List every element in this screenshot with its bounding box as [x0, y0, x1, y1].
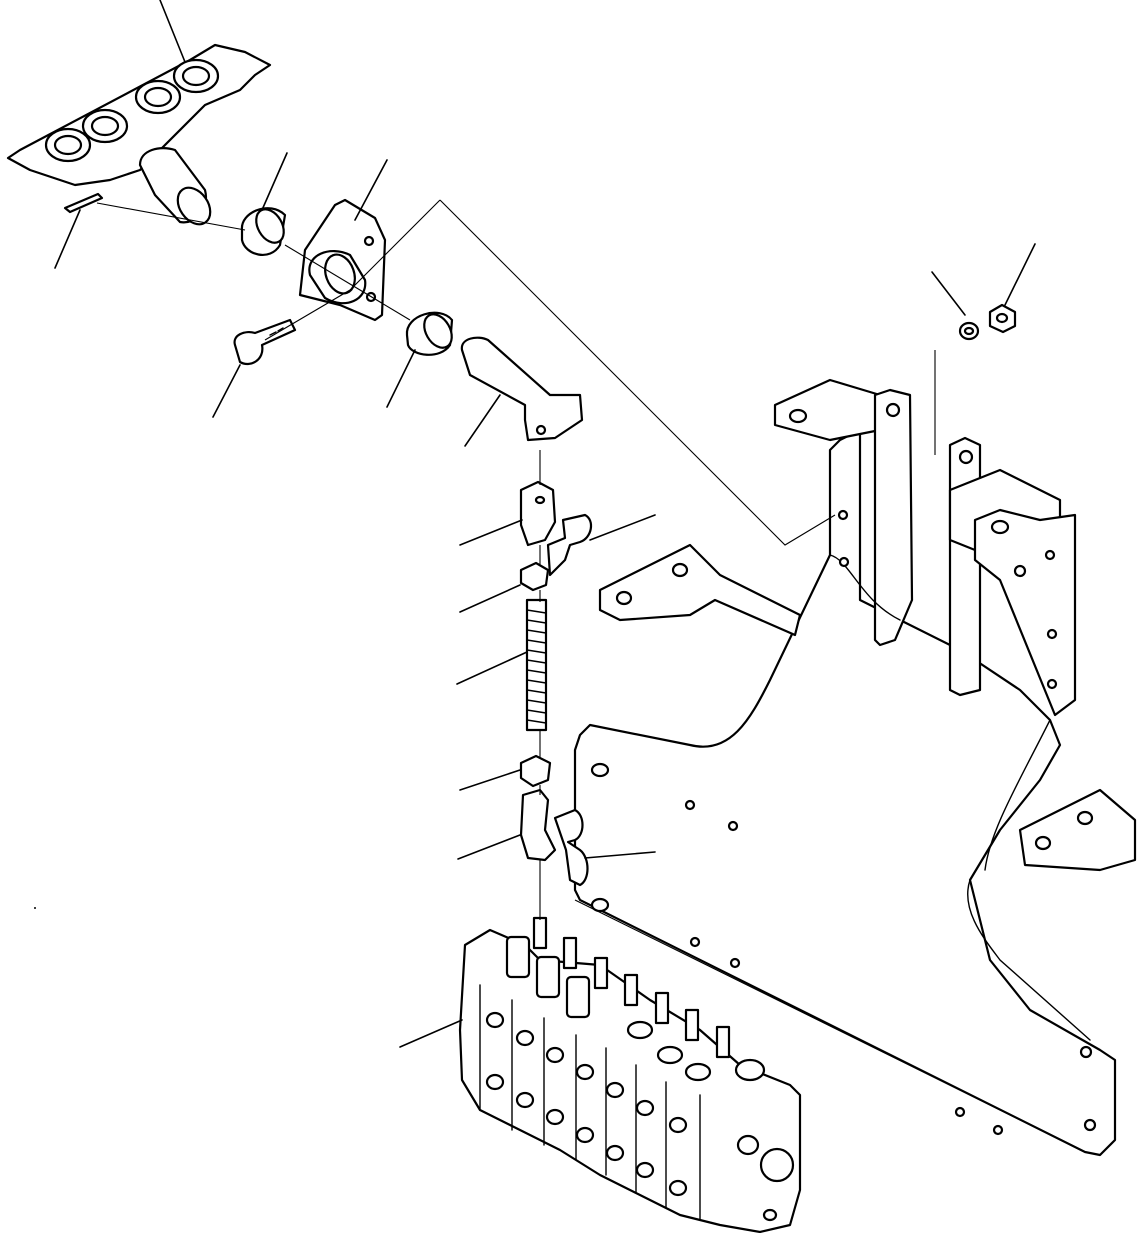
washer [958, 321, 980, 341]
clip-pin-upper [546, 513, 593, 577]
assembly-axis-lines [96, 199, 1086, 1153]
control-valve [458, 916, 802, 1233]
lock-nut-lower [519, 754, 552, 788]
stray-dot [34, 907, 36, 909]
clevis-lower [519, 788, 557, 862]
lock-nut-upper [519, 561, 550, 592]
pedal-plate [6, 43, 272, 226]
bolt [233, 318, 297, 366]
bushing-upper [240, 207, 287, 256]
leader-lines [54, 0, 1036, 1048]
roll-pin [63, 192, 104, 214]
frame-plate [573, 378, 1137, 1157]
threaded-rod [525, 598, 548, 732]
clevis-upper [519, 480, 557, 547]
clip-pin-lower [553, 808, 589, 887]
bracket [298, 198, 387, 322]
nut [988, 303, 1017, 334]
pedal-shaft-lever [460, 336, 584, 442]
bushing-lower [405, 311, 454, 356]
